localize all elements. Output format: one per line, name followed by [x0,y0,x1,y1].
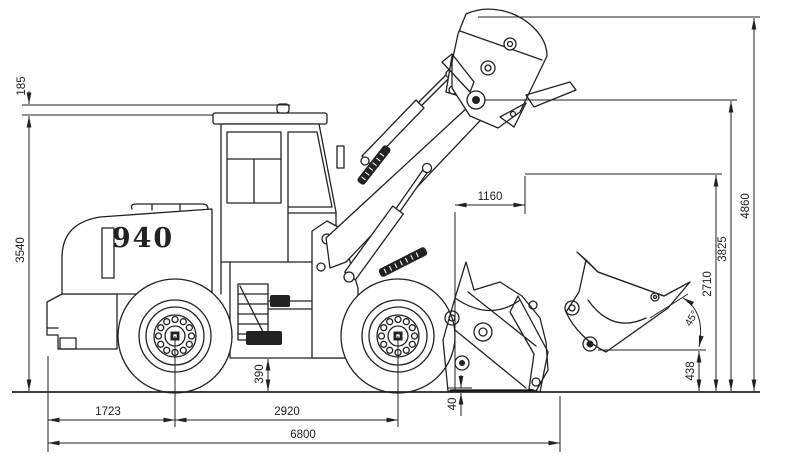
hood-vent-panel [101,227,115,279]
dump45-bucket-details [585,259,665,324]
brand-logo-lettering [383,252,419,274]
cab-door-lines [287,145,345,263]
roof-beacon [276,103,290,114]
dim-label-beacon-height: 185 [16,76,28,95]
model-number-label: 940 [112,223,174,254]
dump-angle-label: 45° [683,309,701,329]
dump45-bucket-pin-center [586,340,594,348]
dump45-bucket-shell [565,251,691,353]
cab-windshield [287,131,333,208]
dump45-bucket-bolt [650,292,660,302]
extension-lines [22,16,760,452]
brand-logo-lettering [361,152,385,181]
dump-angle-arc [682,297,704,348]
ground-bucket-lower-pin-center [459,360,465,366]
counterweight-detail [46,327,77,350]
tilt-cylinder-base-pin [360,156,370,166]
dim-label-overall-height: 4860 [740,193,752,219]
dim-label-edge-height: 438 [685,361,697,380]
tower-lower-hole [316,262,326,272]
brand-logo-icon [357,145,391,185]
dim-label-overall-length: 6800 [290,429,316,441]
axle-centerlines [174,336,399,427]
dim-label-dump-clearance: 2710 [702,271,714,297]
ground-bucket-outline [442,261,549,392]
raised-bucket-main-pin-center [472,96,480,104]
window-dividers [226,158,282,204]
dump45-bucket-pin [582,336,598,352]
dim-label-wheelbase: 2920 [274,406,300,418]
dump45-bucket-hinge [564,300,580,316]
tilt-cylinder-barrel [361,99,425,165]
engine-hood-outline [61,208,213,295]
ground-bucket-foot-pin [531,377,541,387]
brand-logo-icon [378,247,428,277]
bucket-dump-45-position [564,251,691,353]
dump45-bucket-hinge-center [568,304,576,312]
loader-machine: 940 [46,8,577,427]
bucket-ground-position [442,261,549,393]
articulation-joint-lower [246,331,282,345]
ground-bucket-lever-pin [528,300,538,310]
ground-bucket-hinge [473,322,493,342]
lift-cylinder-rod-pin [421,162,433,174]
counterweight-outline [46,293,118,350]
dimension-annotations: 185 3540 1723 2920 6800 390 40 1160 438 … [12,16,760,452]
hood-handrail [130,203,209,211]
dim-label-blade-gap: 40 [447,398,459,411]
dump45-bucket-bolt-center [652,294,658,300]
raised-bucket-details [441,30,577,128]
raised-bucket-hinge [480,60,496,76]
brand-logo-plate [378,247,428,277]
dim-label-dump-reach: 1160 [478,191,503,203]
raised-bucket-shell [451,8,548,129]
raised-bucket-bolt-center [506,40,514,48]
hydraulic-hose-lines [267,300,313,310]
ground-bucket-hinge-center [478,327,488,337]
dim-label-rear-overhang: 1723 [95,406,121,418]
cab-roof [212,112,328,125]
raised-bucket-hinge-center [484,64,492,72]
ground-bucket-details [454,291,549,393]
raised-bucket-bolt [503,37,517,51]
tilt-cylinder-rod [417,73,451,107]
raised-bucket-rivet [509,110,517,118]
lift-cylinder-base-pin [343,271,355,283]
dim-label-cab-height: 3540 [15,237,27,263]
bucket-raised-dump-position [441,8,577,129]
ground-bucket-pin [444,310,460,326]
dim-label-hinge-pin-height: 3825 [717,236,729,262]
dim-label-ground-clearance: 390 [254,364,266,383]
ladder-rungs [237,285,269,339]
